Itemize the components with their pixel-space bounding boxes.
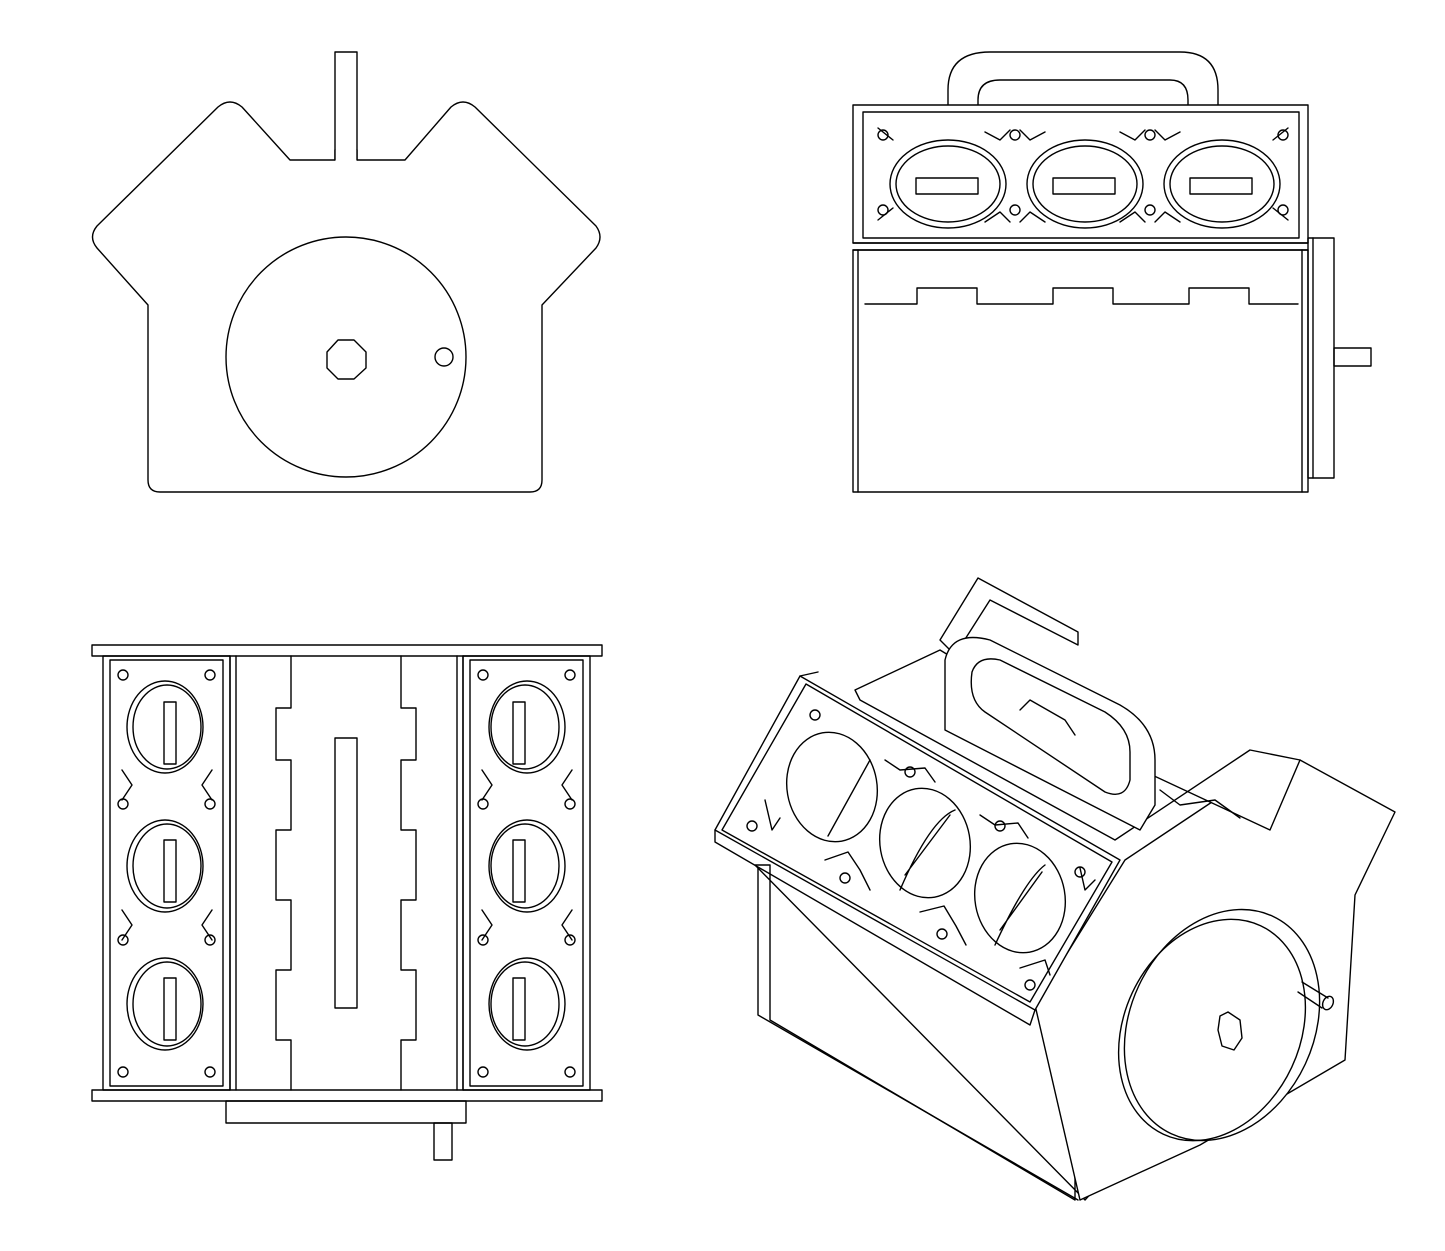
isometric-view [714,577,1396,1201]
side-flywheel [1307,237,1335,479]
top-right-ports [488,680,566,1051]
front-pin-hole [434,347,454,367]
top-crankcase-slots [275,655,417,1091]
top-end-plate-lower [91,1089,603,1102]
side-brackets [877,127,1289,223]
iso-flywheel [1123,908,1321,1142]
side-view [852,51,1372,493]
top-shaft [433,1122,453,1161]
iso-ports [785,731,1067,954]
front-flywheel [225,236,467,478]
iso-brackets [764,759,1096,976]
iso-octagon-hub [1217,1011,1243,1051]
front-engine-block-outline [91,101,601,493]
side-port-1 [889,139,1007,229]
iso-shaft [1297,981,1329,1009]
front-shaft [334,51,358,165]
top-flywheel [225,1100,467,1124]
top-brackets [121,769,573,941]
side-crankcase [852,249,1309,493]
top-left-ports [126,680,204,1051]
front-octagon-hub [326,339,367,380]
iso-bolt-holes [746,709,1086,991]
side-port-2 [1026,139,1144,229]
side-handle [947,51,1219,111]
side-bolt-holes [877,129,1289,216]
top-bolt-holes [117,669,576,1078]
top-right-head [462,655,591,1091]
side-shaft [1333,347,1372,367]
side-port-3 [1163,139,1281,229]
top-center-slot [334,737,358,1009]
iso-handle [944,636,1156,831]
top-left-head [102,655,231,1091]
side-crenellation [864,287,1299,305]
top-view [91,644,603,1161]
top-end-plate-upper [91,644,603,657]
front-view [91,51,601,493]
